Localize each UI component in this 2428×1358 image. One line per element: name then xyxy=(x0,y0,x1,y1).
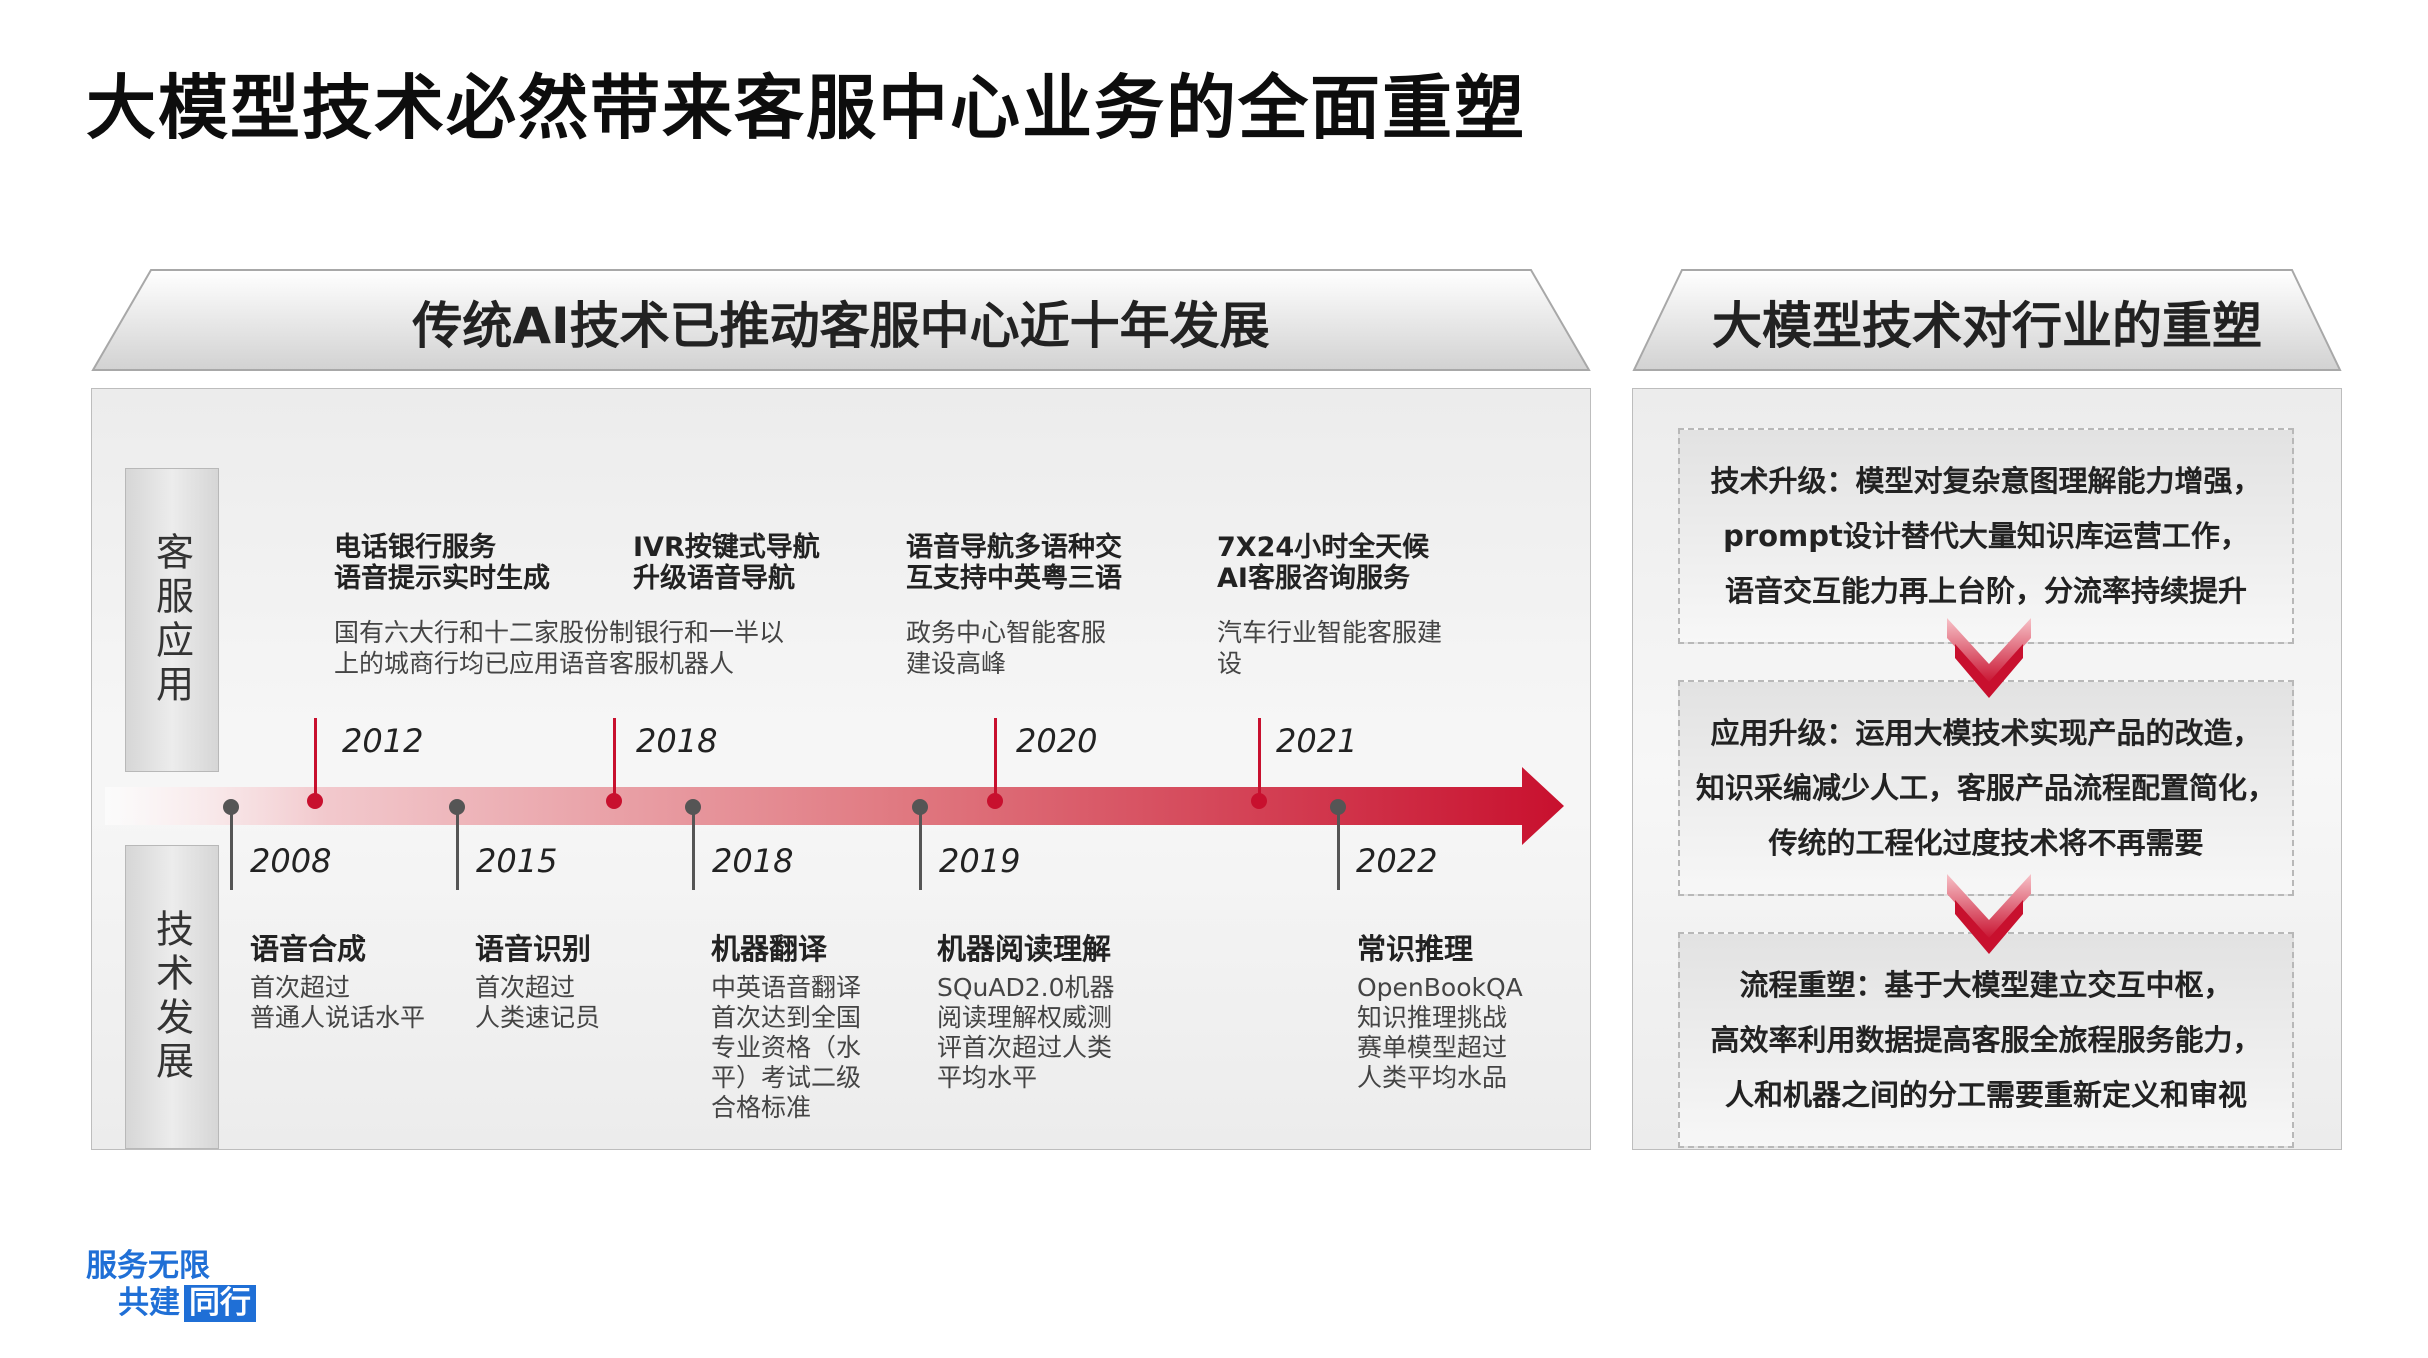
right-header-tab-shape xyxy=(1632,269,2342,371)
tech-event-desc: OpenBookQA 知识推理挑战 赛单模型超过 人类平均水品 xyxy=(1357,973,1523,1092)
left-section-header: 传统AI技术已推动客服中心近十年发展 xyxy=(91,266,1591,372)
reshape-box-tech-upgrade: 技术升级：模型对复杂意图理解能力增强， prompt设计替代大量知识库运营工作，… xyxy=(1678,428,2294,644)
tech-tick-2018 xyxy=(692,806,695,890)
app-event-desc: 国有六大行和十二家股份制银行和一半以 上的城商行均已应用语音客服机器人 xyxy=(334,618,785,678)
right-header-text: 大模型技术对行业的重塑 xyxy=(1712,297,2262,355)
right-section-header: 大模型技术对行业的重塑 xyxy=(1632,266,2342,372)
app-tick-2020 xyxy=(994,718,997,800)
app-dot-2020 xyxy=(987,793,1003,809)
app-year: 2021 xyxy=(1276,722,1358,760)
tech-dot-2008 xyxy=(223,799,239,815)
app-event-title: 电话银行服务 语音提示实时生成 xyxy=(334,532,550,594)
logo-text: 共建 xyxy=(118,1285,180,1321)
app-tick-2012 xyxy=(314,718,317,800)
app-event-title: IVR按键式导航 升级语音导航 xyxy=(633,532,820,594)
tech-dot-2018 xyxy=(685,799,701,815)
logo-line-2: 共建同行 xyxy=(118,1285,256,1322)
app-year: 2018 xyxy=(636,722,718,760)
tech-year: 2008 xyxy=(250,842,332,880)
tech-event-desc: 首次超过 人类速记员 xyxy=(475,973,601,1032)
tech-event-title: 语音合成 xyxy=(250,932,367,966)
app-event-title: 7X24小时全天候 AI客服咨询服务 xyxy=(1217,532,1430,594)
reshape-line: 语音交互能力再上台阶，分流率持续提升 xyxy=(1724,573,2247,608)
reshape-box-app-upgrade: 应用升级：运用大模技术实现产品的改造， 知识采编减少人工，客服产品流程配置简化，… xyxy=(1678,680,2294,896)
brand-logo: 服务无限 共建同行 xyxy=(86,1248,256,1322)
reshape-line: 应用升级：运用大模技术实现产品的改造， xyxy=(1710,715,2262,750)
logo-line-1: 服务无限 xyxy=(86,1248,210,1284)
tech-event-desc: SQuAD2.0机器 阅读理解权威测 评首次超过人类 平均水平 xyxy=(937,973,1115,1092)
tech-tick-2008 xyxy=(230,806,233,890)
row-label-tech: 技术发展 xyxy=(125,845,219,1149)
tech-event-title: 常识推理 xyxy=(1357,932,1474,966)
tech-tick-2022 xyxy=(1337,806,1340,890)
tech-year: 2019 xyxy=(939,842,1021,880)
chevron-down-icon xyxy=(1947,874,2031,954)
app-event-title: 语音导航多语种交 互支持中英粤三语 xyxy=(906,532,1122,594)
reshape-line: 技术升级：模型对复杂意图理解能力增强， xyxy=(1710,463,2262,498)
tech-year: 2022 xyxy=(1356,842,1438,880)
reshape-line: 知识采编减少人工，客服产品流程配置简化， xyxy=(1695,770,2276,805)
reshape-line: 流程重塑：基于大模型建立交互中枢， xyxy=(1739,967,2233,1002)
app-tick-2021 xyxy=(1258,718,1261,800)
tech-event-title: 机器阅读理解 xyxy=(937,932,1112,966)
app-dot-2012 xyxy=(307,793,323,809)
app-year: 2012 xyxy=(342,722,424,760)
tech-dot-2022 xyxy=(1330,799,1346,815)
reshape-line: 人和机器之间的分工需要重新定义和审视 xyxy=(1724,1077,2247,1112)
left-header-tab-shape xyxy=(91,269,1591,371)
tech-event-desc: 首次超过 普通人说话水平 xyxy=(250,973,426,1032)
reshape-line: 高效率利用数据提高客服全旅程服务能力， xyxy=(1710,1022,2262,1057)
tech-year: 2018 xyxy=(712,842,794,880)
app-year: 2020 xyxy=(1016,722,1098,760)
reshape-box-process-reshape: 流程重塑：基于大模型建立交互中枢， 高效率利用数据提高客服全旅程服务能力， 人和… xyxy=(1678,932,2294,1148)
chevron-down-icon xyxy=(1947,618,2031,698)
tech-tick-2015 xyxy=(456,806,459,890)
app-tick-2018 xyxy=(613,718,616,800)
reshape-line: 传统的工程化过度技术将不再需要 xyxy=(1768,825,2204,860)
tech-event-title: 机器翻译 xyxy=(711,932,828,966)
tech-tick-2019 xyxy=(919,806,922,890)
tech-event-desc: 中英语音翻译 首次达到全国 专业资格（水 平）考试二级 合格标准 xyxy=(711,973,862,1122)
logo-boxed-text: 同行 xyxy=(184,1285,256,1322)
page-title: 大模型技术必然带来客服中心业务的全面重塑 xyxy=(86,67,1526,149)
row-label-app: 客服应用 xyxy=(125,468,219,772)
tech-dot-2015 xyxy=(449,799,465,815)
left-header-text: 传统AI技术已推动客服中心近十年发展 xyxy=(412,297,1270,355)
app-event-desc: 政务中心智能客服 建设高峰 xyxy=(906,618,1107,678)
app-dot-2018 xyxy=(606,793,622,809)
app-dot-2021 xyxy=(1251,793,1267,809)
tech-event-title: 语音识别 xyxy=(475,932,592,966)
reshape-line: prompt设计替代大量知识库运营工作， xyxy=(1723,518,2249,553)
tech-dot-2019 xyxy=(912,799,928,815)
app-event-desc: 汽车行业智能客服建 设 xyxy=(1217,618,1443,678)
tech-year: 2015 xyxy=(476,842,558,880)
